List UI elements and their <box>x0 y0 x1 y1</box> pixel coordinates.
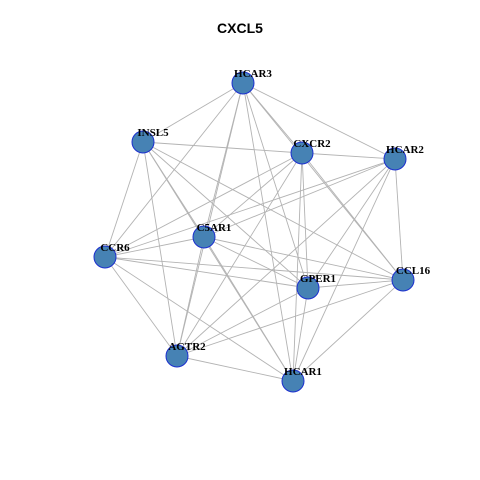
edge-hcar3-agtr2 <box>176 82 244 357</box>
node-c5ar1[interactable] <box>192 225 216 249</box>
node-label-gper1: GPER1 <box>300 273 336 285</box>
node-label-hcar2: HCAR2 <box>386 144 424 156</box>
edge-hcar3-hcar2 <box>242 82 396 160</box>
edge-hcar2-agtr2 <box>176 158 396 357</box>
edge-gper1-hcar1 <box>292 287 309 382</box>
edge-agtr2-hcar1 <box>176 355 294 382</box>
edge-hcar3-insl5 <box>142 82 244 143</box>
edge-ccr6-ccl16 <box>104 256 404 281</box>
edge-hcar2-gper1 <box>307 158 396 289</box>
edge-insl5-gper1 <box>142 141 309 289</box>
edge-cxcr2-ccr6 <box>104 152 303 258</box>
node-cxcr2[interactable] <box>290 141 314 165</box>
edge-ccr6-hcar1 <box>104 256 294 382</box>
edge-hcar2-ccr6 <box>104 158 396 258</box>
edge-hcar2-ccl16 <box>394 158 404 281</box>
node-label-cxcr2: CXCR2 <box>293 138 331 150</box>
chart-title: CXCL5 <box>217 20 263 36</box>
edge-hcar2-c5ar1 <box>203 158 396 238</box>
edge-ccr6-agtr2 <box>104 256 178 357</box>
edge-cxcr2-ccl16 <box>301 152 404 281</box>
node-gper1[interactable] <box>296 276 320 300</box>
node-label-c5ar1: C5AR1 <box>197 222 232 234</box>
node-label-ccl16: CCL16 <box>396 265 431 277</box>
edge-cxcr2-hcar2 <box>301 152 396 160</box>
node-hcar2[interactable] <box>383 147 407 171</box>
edge-c5ar1-gper1 <box>203 236 309 289</box>
node-ccl16[interactable] <box>391 268 415 292</box>
node-ccr6[interactable] <box>93 245 117 269</box>
edge-hcar3-hcar1 <box>242 82 294 382</box>
edge-layer <box>104 82 404 382</box>
node-label-insl5: INSL5 <box>137 127 169 139</box>
edge-insl5-ccr6 <box>104 141 144 258</box>
edge-hcar3-gper1 <box>242 82 309 289</box>
edge-gper1-ccl16 <box>307 279 404 289</box>
node-insl5[interactable] <box>131 130 155 154</box>
edge-ccl16-agtr2 <box>176 279 404 357</box>
node-label-hcar1: HCAR1 <box>284 366 322 378</box>
edge-c5ar1-ccr6 <box>104 236 205 258</box>
edge-c5ar1-hcar1 <box>203 236 294 382</box>
node-agtr2[interactable] <box>165 344 189 368</box>
node-hcar1[interactable] <box>281 369 305 393</box>
edge-insl5-cxcr2 <box>142 141 303 154</box>
edge-hcar2-hcar1 <box>292 158 396 382</box>
edge-cxcr2-hcar1 <box>292 152 303 382</box>
edge-c5ar1-agtr2 <box>176 236 205 357</box>
edge-insl5-ccl16 <box>142 141 404 281</box>
node-label-hcar3: HCAR3 <box>234 68 272 80</box>
edge-cxcr2-c5ar1 <box>203 152 303 238</box>
node-label-agtr2: AGTR2 <box>168 341 206 353</box>
edge-gper1-agtr2 <box>176 287 309 357</box>
edge-insl5-agtr2 <box>142 141 178 357</box>
node-layer <box>93 71 415 393</box>
edge-c5ar1-ccl16 <box>203 236 404 281</box>
edge-ccl16-hcar1 <box>292 279 404 382</box>
edge-ccr6-gper1 <box>104 256 309 289</box>
edge-cxcr2-gper1 <box>301 152 309 289</box>
node-hcar3[interactable] <box>231 71 255 95</box>
node-label-ccr6: CCR6 <box>100 242 130 254</box>
